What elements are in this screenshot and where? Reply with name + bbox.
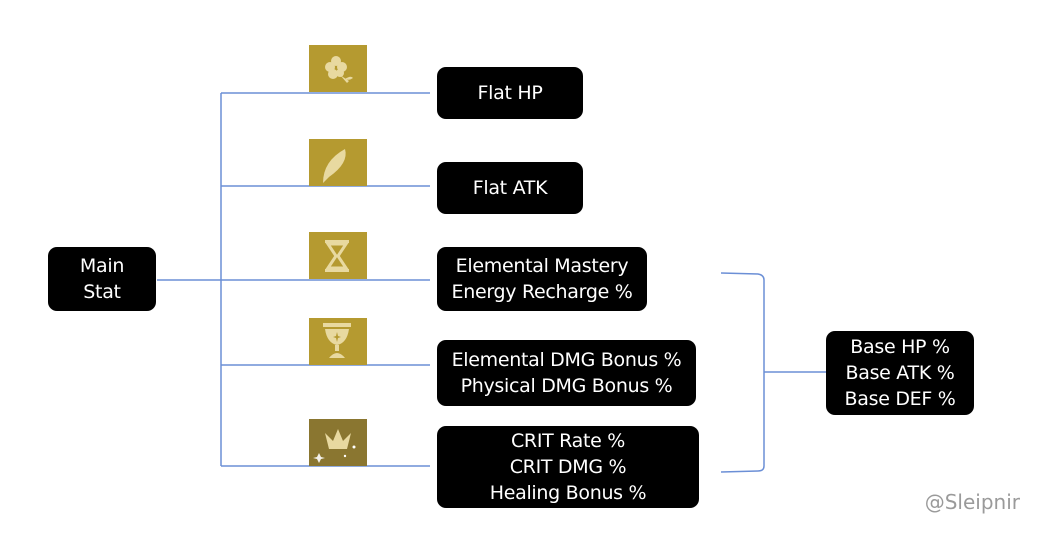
node-line: Healing Bonus % [489, 482, 647, 504]
main-stat-node: Main Stat [48, 247, 156, 311]
bracket [720, 272, 765, 473]
shared-stats-node: Base HP % Base ATK % Base DEF % [826, 331, 974, 415]
node-line: Energy Recharge % [451, 281, 633, 303]
node-line: Main [79, 255, 125, 277]
node-line: Base HP % [850, 336, 950, 358]
crown-icon [309, 419, 367, 466]
node-line: Flat HP [477, 82, 543, 104]
circlet-stats-node: CRIT Rate % CRIT DMG % Healing Bonus % [437, 426, 699, 508]
node-line: CRIT Rate % [510, 430, 626, 452]
node-line: Elemental DMG Bonus % [451, 349, 682, 371]
watermark: @Sleipnir [924, 490, 1020, 514]
flat-hp-node: Flat HP [437, 67, 583, 119]
node-line: CRIT DMG % [509, 456, 627, 478]
node-line: Stat [83, 281, 121, 303]
flat-atk-node: Flat ATK [437, 162, 583, 214]
goblet-stats-node: Elemental DMG Bonus % Physical DMG Bonus… [437, 340, 696, 406]
node-line: Flat ATK [472, 177, 548, 199]
node-line: Physical DMG Bonus % [460, 375, 673, 397]
flower-icon [309, 45, 367, 92]
feather-icon [309, 139, 367, 186]
node-line: Elemental Mastery [455, 255, 629, 277]
node-line: Base DEF % [844, 388, 956, 410]
goblet-icon [309, 318, 367, 365]
node-line: Base ATK % [845, 362, 955, 384]
sands-stats-node: Elemental Mastery Energy Recharge % [437, 247, 647, 311]
hourglass-icon [309, 232, 367, 279]
